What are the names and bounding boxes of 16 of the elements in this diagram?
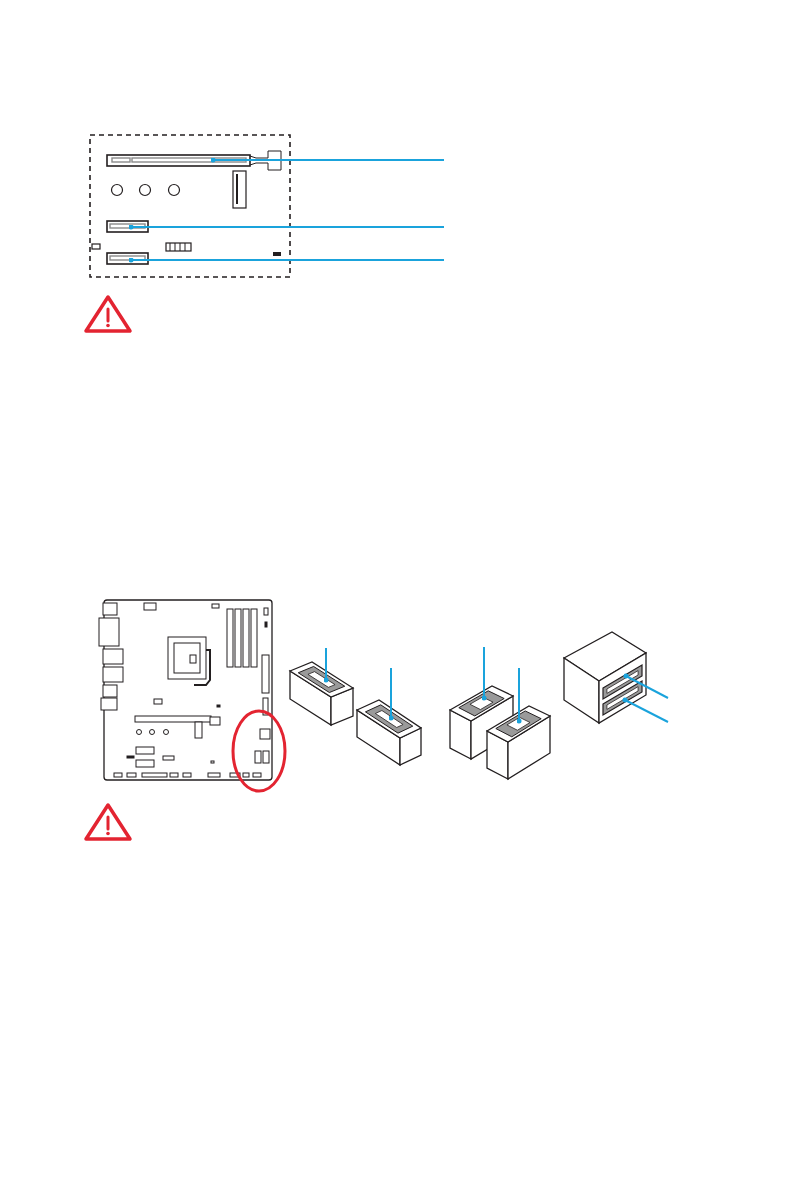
leader-line (623, 673, 669, 699)
sata-connector (288, 661, 355, 727)
leader-line (210, 157, 445, 163)
expansion-slot (106, 220, 149, 233)
leader-line (516, 667, 522, 724)
leader-line (622, 697, 669, 723)
sata-connector (485, 705, 552, 781)
expansion-slot (106, 252, 149, 265)
leader-line (128, 257, 445, 263)
sata-connector (602, 679, 643, 717)
leader-line (323, 647, 329, 683)
leader-line (128, 224, 445, 230)
leader-line (388, 667, 394, 721)
sata-connector (355, 699, 423, 767)
leader-line (481, 646, 487, 701)
expansion-slot (106, 154, 251, 167)
